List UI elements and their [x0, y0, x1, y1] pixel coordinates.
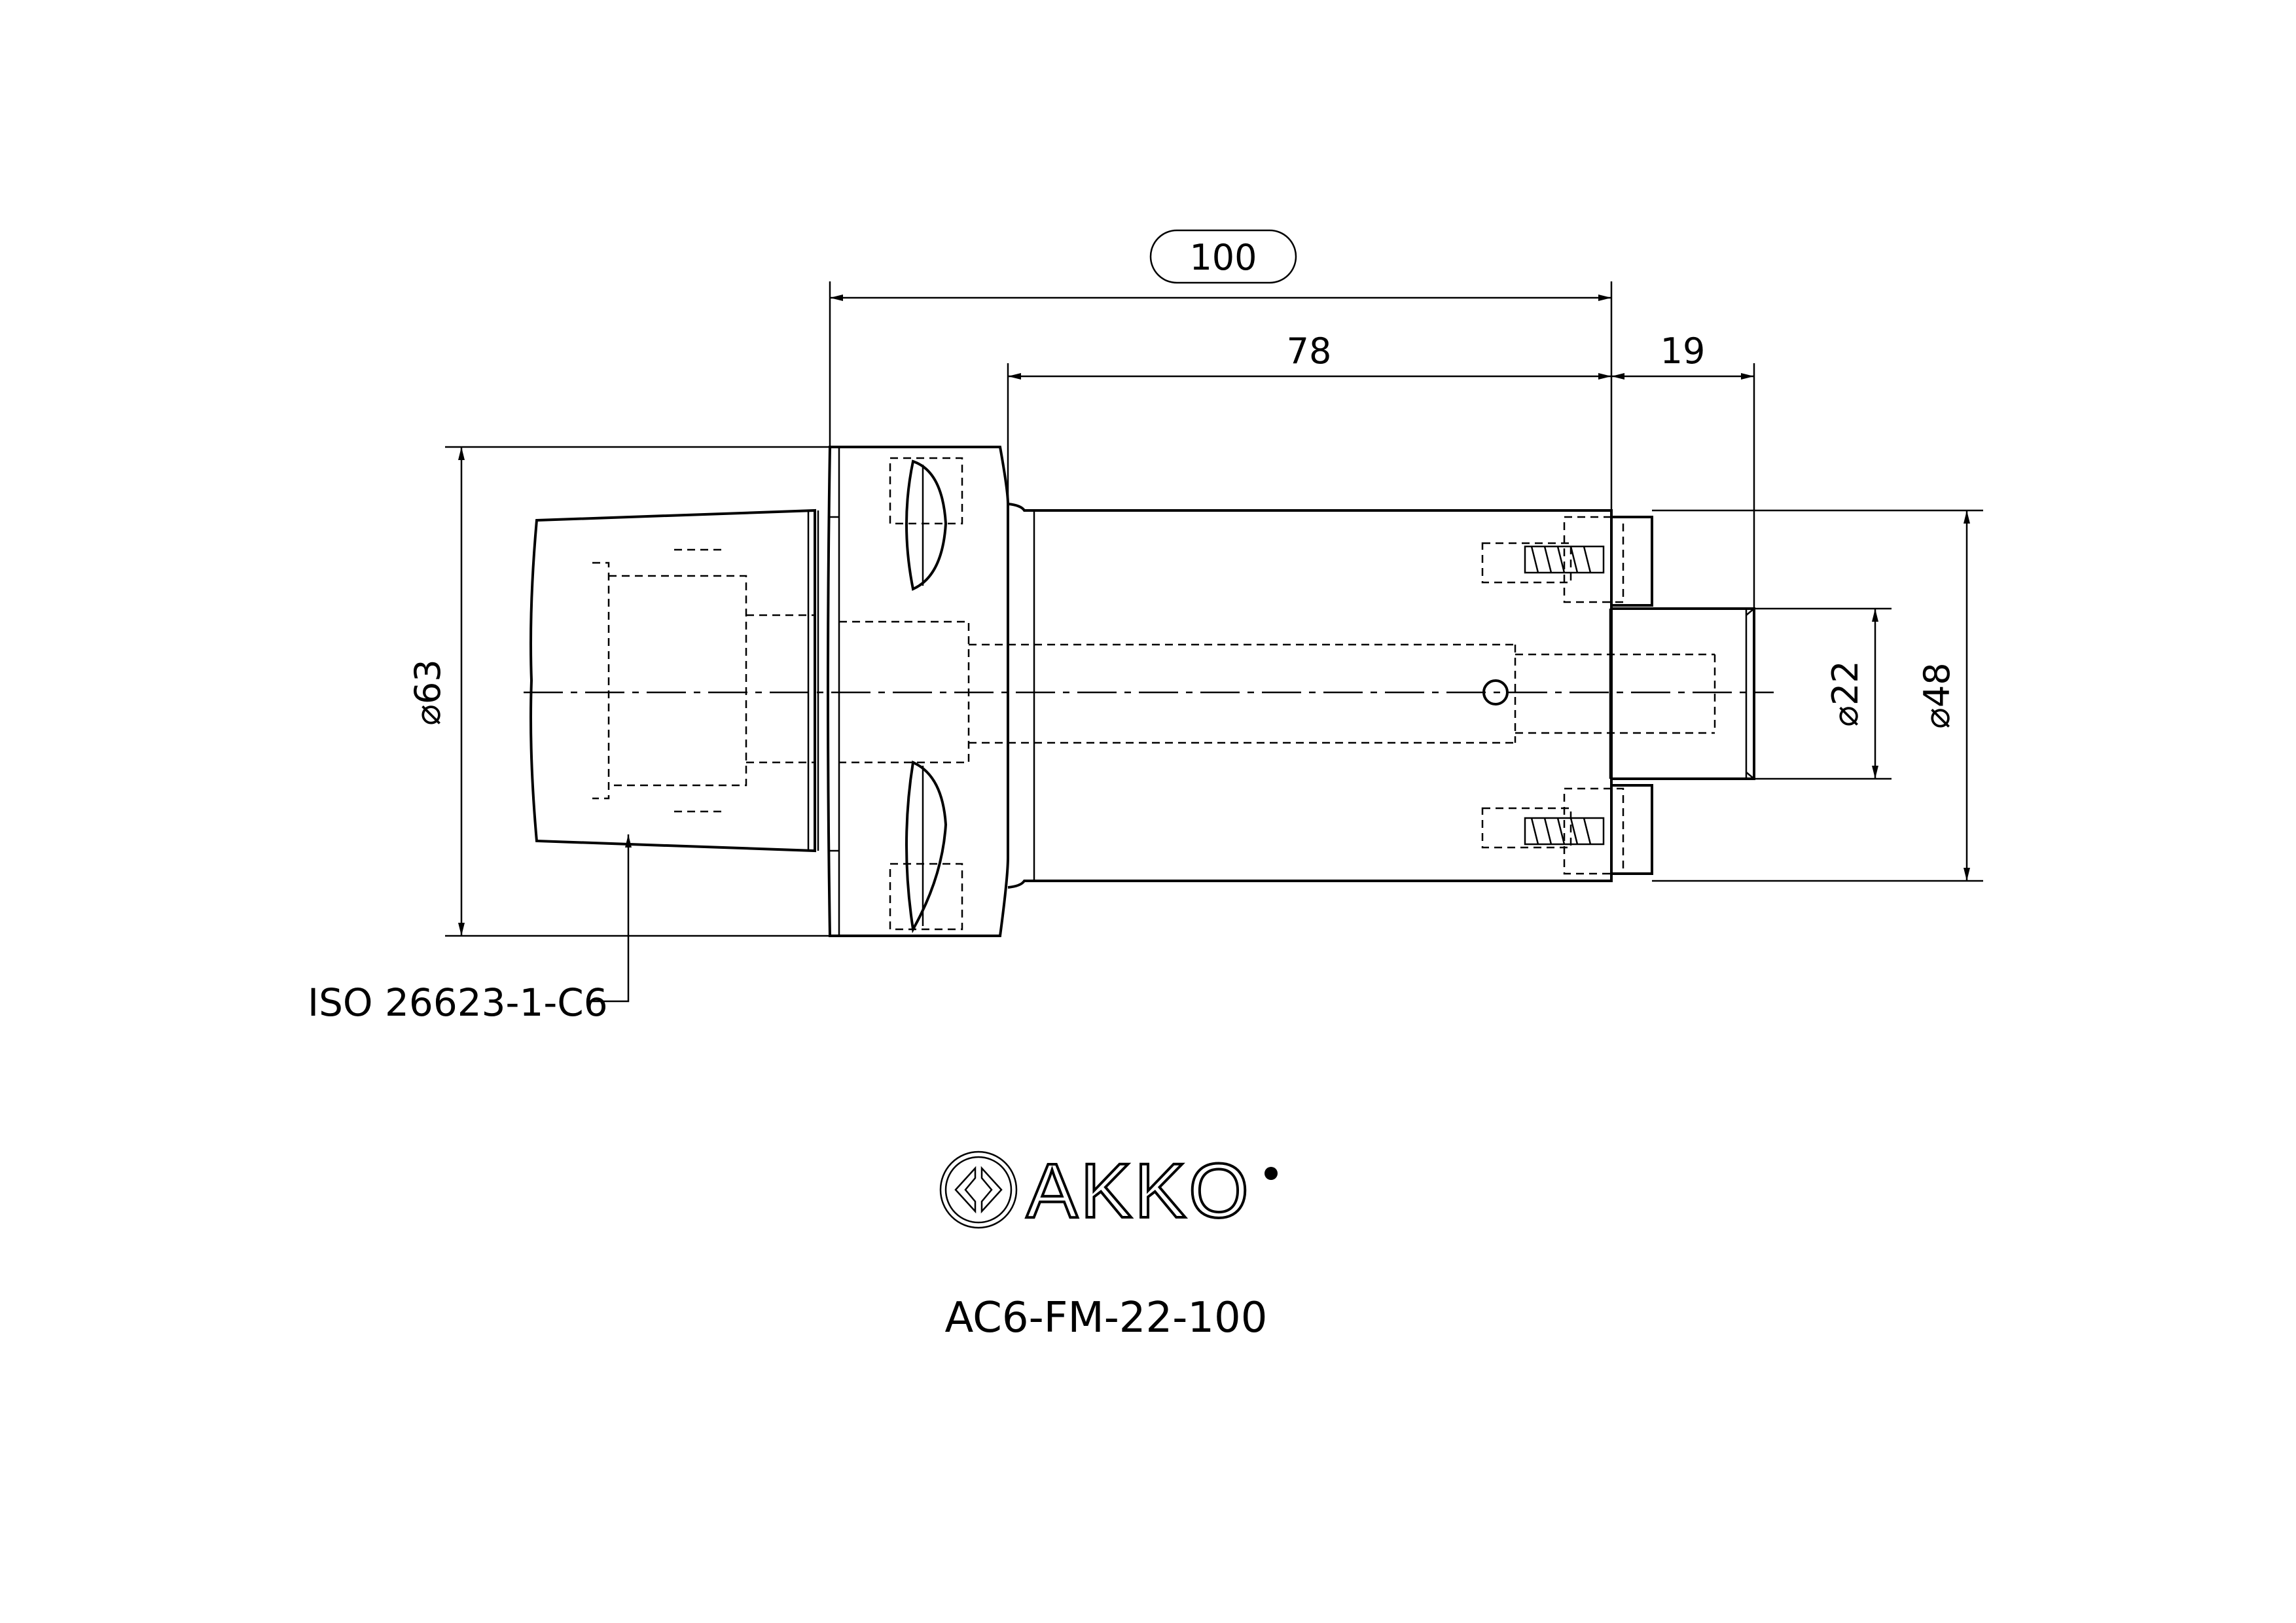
clamp-screws [1524, 545, 1605, 846]
dimensions: 100 78 19 ⌀63 ⌀22 ⌀48 [407, 229, 1983, 937]
gripper-slots [905, 459, 948, 934]
part-number: AC6-FM-22-100 [945, 1294, 1268, 1342]
akko-emblem-icon [939, 1150, 1018, 1229]
drive-key-bottom [1610, 784, 1653, 875]
dim-overall-length: 100 [1189, 237, 1257, 278]
iso-label: ISO 26623-1-C6 [308, 980, 608, 1025]
iso-callout: ISO 26623-1-C6 [308, 834, 632, 1025]
brand-name: AKKO [1026, 1148, 1251, 1234]
pilot [1611, 607, 1755, 780]
dim-d22: ⌀22 [1825, 660, 1866, 726]
dim-shank-length: 78 [1287, 330, 1332, 372]
dim-d63: ⌀63 [407, 659, 448, 725]
hidden-lines [592, 457, 1716, 931]
dim-d48: ⌀48 [1916, 662, 1958, 728]
dim-pilot-length: 19 [1660, 330, 1706, 372]
flange [827, 446, 1009, 937]
tool-body [529, 446, 1755, 937]
capto-taper [529, 508, 816, 853]
registered-mark-icon [1265, 1167, 1278, 1180]
drive-key-top [1610, 516, 1653, 607]
shank [1007, 503, 1613, 889]
akko-logo: AKKO [939, 1147, 1278, 1236]
dim-100-frame [1149, 229, 1297, 284]
